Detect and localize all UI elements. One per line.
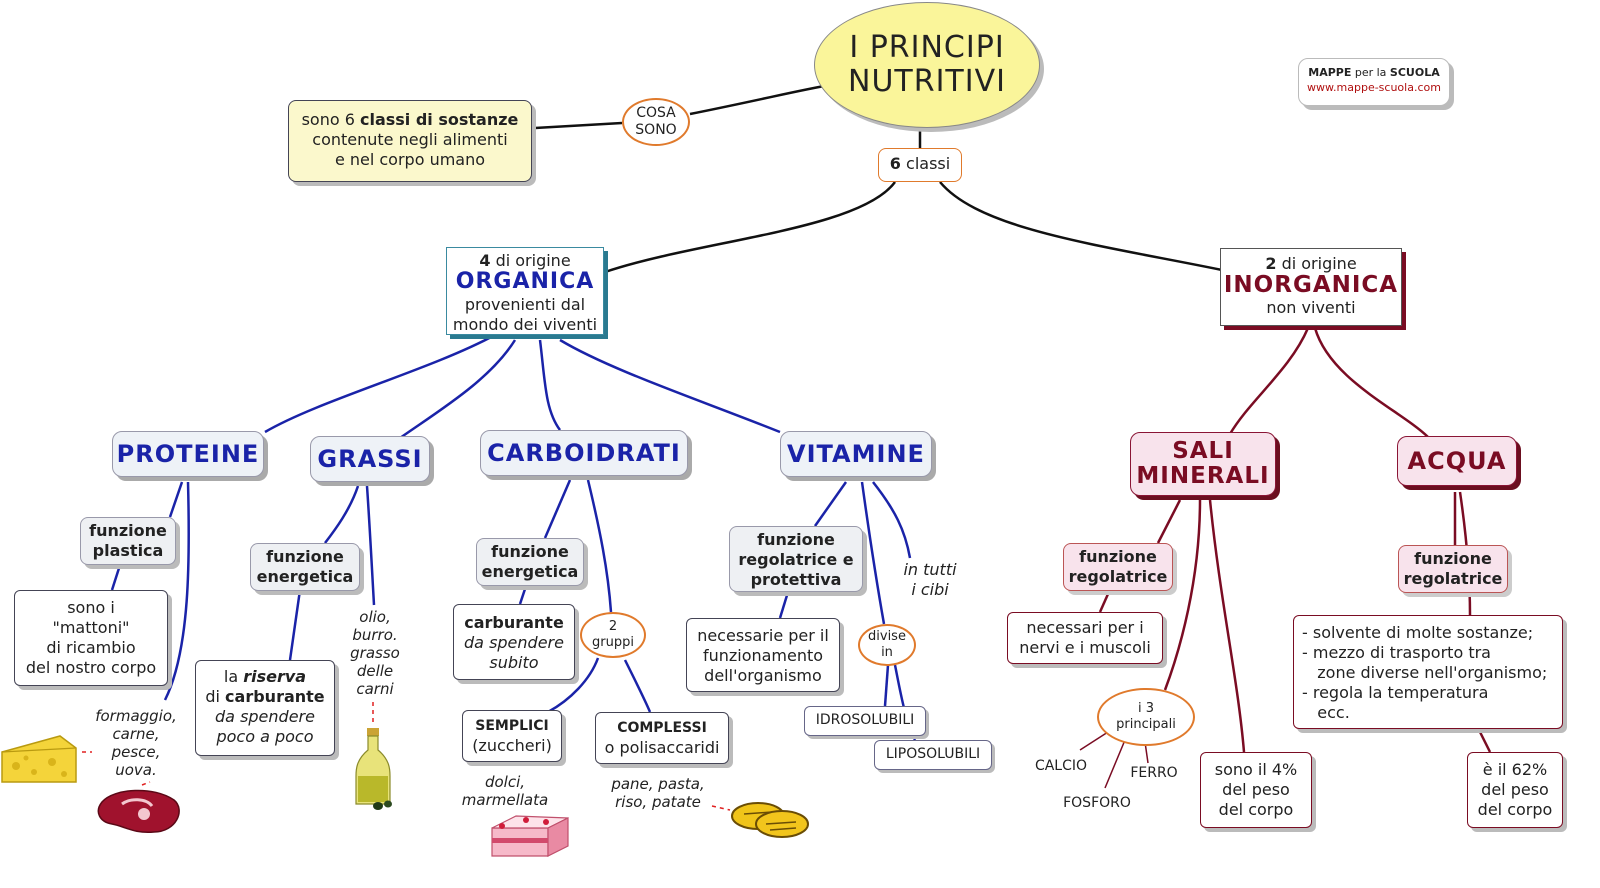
carboidrati-desc: carburante da spendere subito <box>453 604 575 680</box>
acqua-function: funzione regolatrice <box>1398 545 1508 593</box>
grassi-foods: olio, burro. grasso delle carni <box>350 608 400 698</box>
carboidrati-function: funzione energetica <box>476 538 584 586</box>
organica-title: ORGANICA <box>455 269 595 294</box>
sali-percent: sono il 4% del peso del corpo <box>1200 752 1312 828</box>
cheese-icon <box>1 735 77 783</box>
brand-url[interactable]: www.mappe-scuola.com <box>1307 81 1441 94</box>
inorganica-desc: non viventi <box>1266 298 1356 317</box>
organica-origin: 4 di origine <box>479 251 571 270</box>
classes-number: 6 <box>889 154 901 173</box>
definition-box: sono 6 classi di sostanze contenute negl… <box>288 100 532 182</box>
vitamine-node: VITAMINE <box>780 431 932 477</box>
link-cosa-sono: COSA SONO <box>622 98 690 146</box>
idrosolubili-node: IDROSOLUBILI <box>804 706 926 736</box>
carboidrati-desc-2: da spendere subito <box>464 633 564 672</box>
grassi-desc-2: di carburante <box>205 687 325 706</box>
vitamine-split: divise in <box>858 624 916 666</box>
acqua-percent: è il 62% del peso del corpo <box>1467 752 1563 828</box>
proteine-node: PROTEINE <box>112 431 264 477</box>
inorganica-node: 2 di origine INORGANICA non viventi <box>1220 248 1402 326</box>
inorganica-title: INORGANICA <box>1223 272 1399 298</box>
olive-oil-icon <box>355 728 392 810</box>
acqua-list: - solvente di molte sostanze; - mezzo di… <box>1293 615 1563 729</box>
sali-desc: necessari per i nervi e i muscoli <box>1007 612 1163 664</box>
acqua-node: ACQUA <box>1397 436 1517 486</box>
classes-badge: 6 classi <box>878 148 962 182</box>
complessi-subtitle: o polisaccaridi <box>604 738 720 757</box>
definition-line-2: contenute negli alimenti <box>312 130 508 149</box>
link-cosa-sono-label: COSA SONO <box>635 105 677 138</box>
brand-badge[interactable]: MAPPE per la SCUOLA www.mappe-scuola.com <box>1298 58 1450 106</box>
complessi-node: COMPLESSI o polisaccaridi <box>595 712 729 764</box>
carboidrati-desc-1: carburante <box>464 613 564 632</box>
classes-label: classi <box>900 154 951 173</box>
organica-node: 4 di origine ORGANICA provenienti dal mo… <box>446 247 604 335</box>
sali-minerali-node: SALI MINERALI <box>1130 432 1276 496</box>
inorganica-origin: 2 di origine <box>1265 254 1357 273</box>
brand-name: MAPPE per la SCUOLA <box>1308 66 1440 79</box>
vitamine-function: funzione regolatrice e protettiva <box>729 526 863 592</box>
complessi-title: COMPLESSI <box>617 720 707 736</box>
semplici-subtitle: (zuccheri) <box>472 736 552 755</box>
proteine-foods: formaggio, carne, pesce, uova. <box>95 707 177 779</box>
definition-line-1: sono 6 classi di sostanze <box>301 110 519 129</box>
mineral-calcio: CALCIO <box>1034 758 1088 774</box>
semplici-foods: dolci, marmellata <box>461 773 549 809</box>
sali-main: i 3 principali <box>1097 688 1195 746</box>
grassi-desc: la riserva di carburante da spendere poc… <box>195 660 335 756</box>
grassi-function: funzione energetica <box>250 543 360 591</box>
proteine-desc: sono i "mattoni" di ricambio del nostro … <box>14 590 168 686</box>
title-ellipse: I PRINCIPI NUTRITIVI <box>814 2 1040 128</box>
meat-icon <box>97 789 180 834</box>
organica-desc-1: provenienti dal <box>464 295 586 314</box>
carboidrati-groups: 2 gruppi <box>580 612 646 658</box>
grassi-desc-1: la riserva <box>223 667 307 686</box>
title-line-1: I PRINCIPI <box>849 30 1005 65</box>
proteine-function: funzione plastica <box>80 517 176 565</box>
definition-line-3: e nel corpo umano <box>334 150 486 169</box>
mineral-ferro: FERRO <box>1130 765 1178 781</box>
liposolubili-node: LIPOSOLUBILI <box>874 740 992 770</box>
semplici-title: SEMPLICI <box>475 718 549 734</box>
vitamine-desc: necessarie per il funzionamento dell'org… <box>686 618 840 692</box>
grassi-desc-3: da spendere poco a poco <box>215 707 315 746</box>
bread-icon <box>731 802 809 838</box>
cake-icon <box>491 815 569 857</box>
complessi-foods: pane, pasta, riso, patate <box>611 775 705 811</box>
semplici-node: SEMPLICI (zuccheri) <box>462 710 562 762</box>
carboidrati-node: CARBOIDRATI <box>480 430 688 476</box>
vitamine-where: in tutti i cibi <box>903 560 957 599</box>
sali-function: funzione regolatrice <box>1063 543 1173 591</box>
title-line-2: NUTRITIVI <box>848 64 1006 99</box>
grassi-node: GRASSI <box>310 436 430 482</box>
organica-desc-2: mondo dei viventi <box>452 315 598 334</box>
mineral-fosforo: FOSFORO <box>1063 795 1131 811</box>
